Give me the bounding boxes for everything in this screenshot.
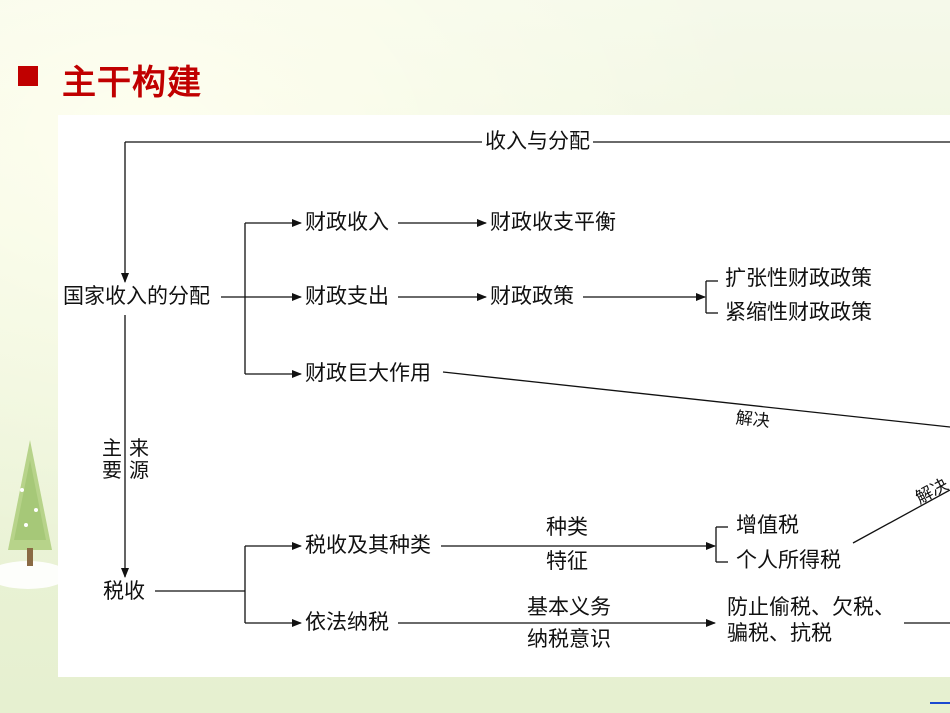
edge-label-income-distribution: 收入与分配 xyxy=(482,131,593,152)
node-fiscal-role: 财政巨大作用 xyxy=(305,361,431,385)
node-vat: 增值税 xyxy=(736,513,799,537)
node-violations-line1: 防止偷税、欠税、 xyxy=(727,595,895,619)
node-fiscal-policy: 财政政策 xyxy=(490,284,574,308)
edge-label-resolve-1: 解决 xyxy=(734,408,771,432)
node-lawful-taxation: 依法纳税 xyxy=(305,610,389,634)
edge-label-features: 特征 xyxy=(546,549,588,573)
node-national-income-distribution: 国家收入的分配 xyxy=(63,284,210,308)
concept-map-panel: 收入与分配 国家收入的分配 财政收入 财政支出 财政巨大作用 财政收支平衡 财政… xyxy=(58,115,950,677)
node-fiscal-expenditure: 财政支出 xyxy=(305,284,389,308)
node-contractionary-policy: 紧缩性财政政策 xyxy=(725,300,872,324)
edge-label-kinds: 种类 xyxy=(546,515,588,539)
node-fiscal-revenue: 财政收入 xyxy=(305,210,389,234)
snowy-tree-decoration xyxy=(0,440,60,589)
node-personal-income-tax: 个人所得税 xyxy=(736,548,841,572)
edge-label-basic-duty: 基本义务 xyxy=(527,595,611,619)
node-tax: 税收 xyxy=(103,579,145,603)
title-bullet-icon xyxy=(18,66,38,86)
node-fiscal-balance: 财政收支平衡 xyxy=(490,210,616,234)
slide-nav-marker xyxy=(930,702,950,704)
edge-label-main-col1: 主要 xyxy=(102,436,122,482)
page-title: 主干构建 xyxy=(62,63,202,103)
connector-lines xyxy=(121,141,950,627)
edge-label-source-col2: 来源 xyxy=(129,436,149,482)
node-tax-types: 税收及其种类 xyxy=(305,533,431,557)
edge-label-tax-awareness: 纳税意识 xyxy=(527,627,611,651)
node-expansionary-policy: 扩张性财政政策 xyxy=(725,266,872,290)
node-violations-line2: 骗税、抗税 xyxy=(727,621,832,645)
